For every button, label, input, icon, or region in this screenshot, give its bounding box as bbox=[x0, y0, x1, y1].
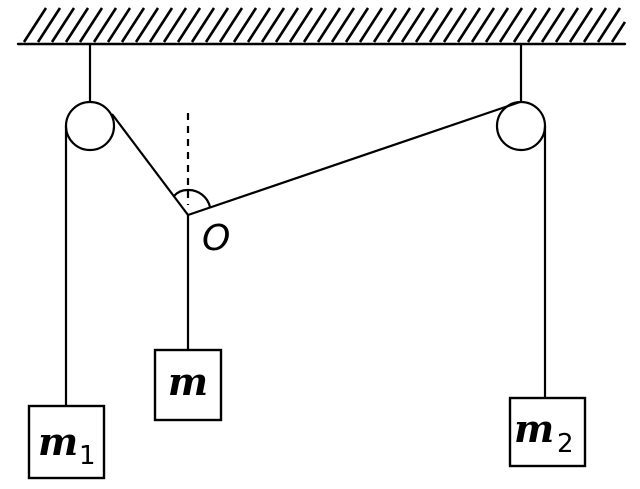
right-pulley bbox=[495, 100, 547, 152]
string-O-to-left-pulley bbox=[111, 113, 189, 216]
left-mass-subscript: 1 bbox=[79, 441, 96, 471]
hatch-line bbox=[442, 7, 468, 43]
hatch-line bbox=[498, 7, 524, 43]
hatch-line bbox=[400, 7, 426, 43]
hatch-line bbox=[316, 7, 342, 43]
right-mass-label: m bbox=[514, 406, 554, 451]
hatch-line bbox=[106, 7, 132, 43]
hatch-line bbox=[50, 7, 76, 43]
hatch-line bbox=[232, 7, 258, 43]
hatch-line bbox=[134, 7, 160, 43]
left-pulley bbox=[64, 100, 116, 152]
string-O-to-right-pulley bbox=[187, 100, 521, 217]
hatch-line bbox=[344, 7, 370, 43]
ceiling bbox=[16, 7, 627, 46]
hatch-line bbox=[246, 7, 272, 43]
hatch-line bbox=[568, 7, 594, 43]
hatch-line bbox=[540, 7, 566, 43]
hatch-line bbox=[218, 7, 244, 43]
hatch-line bbox=[190, 7, 216, 43]
hatch-line bbox=[176, 7, 202, 43]
hatch-line bbox=[428, 7, 454, 43]
hatch-line bbox=[22, 7, 48, 43]
hatch-line bbox=[456, 7, 482, 43]
hatch-line bbox=[36, 7, 62, 43]
hatch-line bbox=[414, 7, 440, 43]
hatch-line bbox=[148, 7, 174, 43]
right-mass-subscript: 2 bbox=[557, 429, 574, 459]
center-mass-label: m bbox=[168, 359, 208, 404]
hatch-line bbox=[512, 7, 538, 43]
ceiling-hatching bbox=[22, 7, 627, 43]
angle-arc-left bbox=[173, 188, 189, 197]
hatch-line bbox=[610, 21, 627, 43]
hatch-line bbox=[358, 7, 384, 43]
center-mass-box bbox=[153, 348, 223, 422]
hatch-line bbox=[260, 7, 286, 43]
hatch-line bbox=[204, 7, 230, 43]
hatch-line bbox=[274, 7, 300, 43]
left-mass-label: m bbox=[38, 419, 78, 464]
hatch-line bbox=[302, 7, 328, 43]
hatch-line bbox=[484, 7, 510, 43]
hatch-line bbox=[596, 7, 622, 43]
hatch-line bbox=[554, 7, 580, 43]
hatch-line bbox=[78, 7, 104, 43]
point-O-label: O bbox=[202, 218, 230, 259]
hatch-line bbox=[64, 7, 90, 43]
hatch-line bbox=[386, 7, 412, 43]
hatch-line bbox=[92, 7, 118, 43]
angle-arc-right bbox=[187, 188, 212, 208]
hatch-line bbox=[526, 7, 552, 43]
hatch-line bbox=[470, 7, 496, 43]
hatch-line bbox=[162, 7, 188, 43]
hatch-line bbox=[120, 7, 146, 43]
hatch-line bbox=[372, 7, 398, 43]
hatch-line bbox=[288, 7, 314, 43]
hatch-line bbox=[330, 7, 356, 43]
right-mass-box bbox=[508, 396, 587, 468]
left-mass-box bbox=[27, 404, 106, 480]
hatch-line bbox=[582, 7, 608, 43]
